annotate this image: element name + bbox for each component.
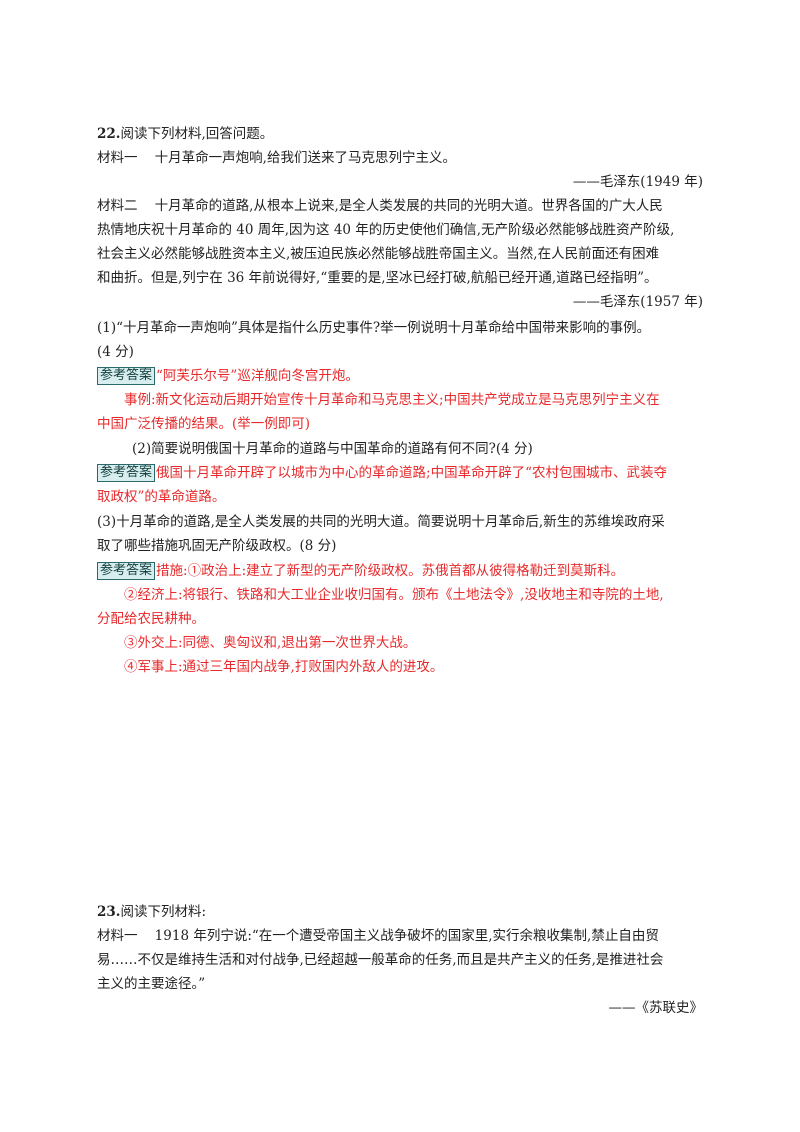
q22-material-1: 材料一 十月革命一声炮响,给我们送来了马克思列宁主义。: [97, 148, 703, 168]
q22-answer-1: 参考答案“阿芙乐尔号”巡洋舰向冬宫开炮。: [97, 366, 703, 386]
answer-tag: 参考答案: [97, 464, 156, 482]
q22-material-2-label: 材料二: [97, 198, 138, 214]
q22-material-2-source: ——毛泽东(1957 年): [572, 294, 703, 310]
q22-number: 22.: [97, 126, 121, 142]
q23-material-1-label: 材料一: [97, 928, 138, 944]
q23-material-1-source: ——《苏联史》: [608, 1000, 704, 1016]
q22-answer-3-economy: ②经济上:将银行、铁路和大工业企业收归国有。颁布《土地法令》,没收地主和寺院的土…: [124, 587, 664, 603]
q22-material-2-line-1: 材料二 十月革命的道路,从根本上说来,是全人类发展的共同的光明大道。世界各国的广…: [97, 196, 703, 216]
q22-material-1-source: ——毛泽东(1949 年): [572, 174, 703, 190]
q23-number: 23.: [97, 904, 121, 920]
q22-answer-2-line-2: 取政权”的革命道路。: [97, 489, 226, 505]
q23-material-1-text: 1918 年列宁说:“在一个遭受帝国主义战争破坏的国家里,实行余粮收集制,禁止自…: [154, 928, 659, 944]
q22-sub3-line-1: (3)十月革命的道路,是全人类发展的共同的光明大道。简要说明十月革命后,新生的苏…: [97, 514, 665, 530]
q22-answer-3-military: ④军事上:通过三年国内战争,打败国内外敌人的进攻。: [124, 659, 444, 675]
q22-sub1-line-1: (1)“十月革命一声炮响”具体是指什么历史事件?举一例说明十月革命给中国带来影响…: [97, 320, 651, 336]
answer-tag: 参考答案: [97, 367, 156, 385]
q22-answer-3-text: 措施:①政治上:建立了新型的无产阶级政权。苏俄首都从彼得格勒迁到莫斯科。: [156, 563, 625, 579]
q22-answer-2-text: 俄国十月革命开辟了以城市为中心的革命道路;中国革命开辟了“农村包围城市、武装夺: [156, 465, 667, 481]
q23-material-1-line-3: 主义的主要途径。”: [97, 976, 206, 992]
q22-prompt: 阅读下列材料,回答问题。: [120, 126, 274, 142]
q23-heading: 23.阅读下列材料:: [97, 902, 703, 922]
q22-answer-3: 参考答案措施:①政治上:建立了新型的无产阶级政权。苏俄首都从彼得格勒迁到莫斯科。: [97, 561, 703, 581]
q22-material-1-label: 材料一: [97, 150, 138, 166]
q22-sub2: (2)简要说明俄国十月革命的道路与中国革命的道路有何不同?(4 分): [132, 441, 533, 457]
q22-sub3-line-2: 取了哪些措施巩固无产阶级政权。(8 分): [97, 538, 337, 554]
q23-material-1-line-2: 易……不仅是维持生活和对付战争,已经超越一般革命的任务,而且是共产主义的任务,是…: [97, 952, 664, 968]
q22-answer-1-line-2: 事例:新文化运动后期开始宣传十月革命和马克思主义;中国共产党成立是马克思列宁主义…: [124, 392, 660, 408]
q22-material-2-line-3: 社会主义必然能够战胜资本主义,被压迫民族必然能够战胜帝国主义。当然,在人民前面还…: [97, 246, 660, 262]
q22-material-1-text: 十月革命一声炮响,给我们送来了马克思列宁主义。: [154, 150, 456, 166]
q22-material-2-text: 十月革命的道路,从根本上说来,是全人类发展的共同的光明大道。世界各国的广大人民: [154, 198, 663, 214]
q23-material-1-line-1: 材料一 1918 年列宁说:“在一个遭受帝国主义战争破坏的国家里,实行余粮收集制…: [97, 926, 703, 946]
q22-material-2-line-4: 和曲折。但是,列宁在 36 年前说得好,“重要的是,坚冰已经打破,航船已经开通,…: [97, 270, 658, 286]
q23-prompt: 阅读下列材料:: [120, 904, 207, 920]
q22-answer-3-diplomacy: ③外交上:同德、奥匈议和,退出第一次世界大战。: [124, 635, 417, 651]
q22-answer-2: 参考答案俄国十月革命开辟了以城市为中心的革命道路;中国革命开辟了“农村包围城市、…: [97, 463, 703, 483]
q22-heading: 22.阅读下列材料,回答问题。: [97, 124, 703, 144]
q22-sub1-line-2: (4 分): [97, 344, 134, 360]
q22-answer-3-economy-cont: 分配给农民耕种。: [97, 611, 205, 627]
answer-tag: 参考答案: [97, 562, 156, 580]
q22-answer-1-line-3: 中国广泛传播的结果。(举一例即可): [97, 416, 311, 432]
q22-material-2-line-2: 热情地庆祝十月革命的 40 周年,因为这 40 年的历史使他们确信,无产阶级必然…: [97, 222, 675, 238]
q22-answer-1-text: “阿芙乐尔号”巡洋舰向冬宫开炮。: [156, 368, 359, 384]
